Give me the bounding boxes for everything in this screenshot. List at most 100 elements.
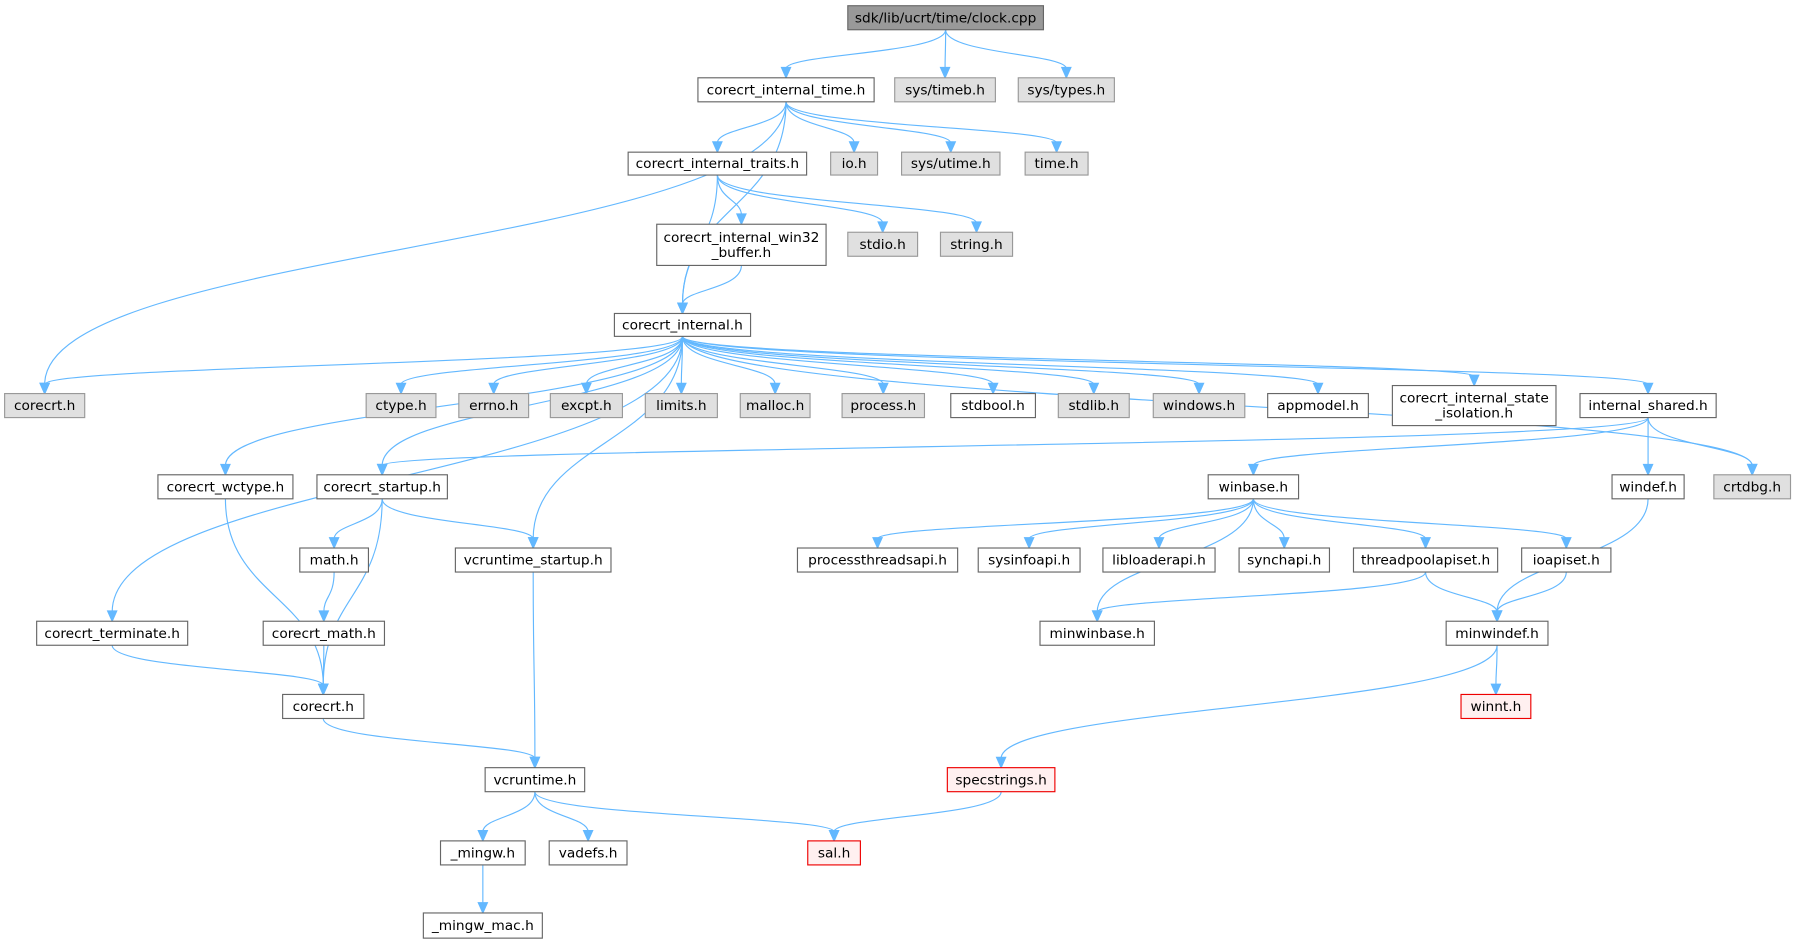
node-pthreads[interactable]: processthreadsapi.h (796, 547, 959, 573)
node-utime[interactable]: sys/utime.h (901, 151, 1001, 176)
edge-wctype-to-corecrt_w (224, 498, 329, 696)
node-label: malloc.h (746, 398, 804, 414)
arrowhead-icon (769, 382, 781, 395)
node-timeh[interactable]: time.h (1024, 151, 1089, 176)
node-io[interactable]: io.h (830, 151, 879, 176)
arrowhead-icon (1088, 382, 1100, 395)
edge-internal-to-ishared (681, 335, 1654, 395)
arrowhead-icon (735, 213, 747, 226)
edge-startup-to-math (328, 498, 383, 550)
arrowhead-icon (1278, 537, 1290, 550)
node-mingwmac[interactable]: _mingw_mac.h (422, 912, 543, 939)
node-stdlib[interactable]: stdlib.h (1057, 392, 1130, 419)
node-label: sys/utime.h (911, 156, 991, 172)
node-cmath[interactable]: corecrt_math.h (262, 620, 386, 646)
node-math[interactable]: math.h (299, 547, 370, 573)
node-mingw[interactable]: _mingw.h (439, 840, 526, 866)
edge-winbase-to-libloader (1153, 498, 1254, 550)
node-synch[interactable]: synchapi.h (1238, 547, 1331, 573)
node-malloc[interactable]: malloc.h (739, 392, 811, 419)
node-ioapi[interactable]: ioapiset.h (1521, 547, 1612, 573)
node-corecrt_w[interactable]: corecrt.h (282, 693, 365, 720)
edge-internal_time-to-timeh (785, 101, 1063, 154)
node-label: math.h (310, 553, 359, 569)
node-sysinfo[interactable]: sysinfoapi.h (977, 547, 1081, 573)
node-label: corecrt_startup.h (323, 479, 441, 495)
edge-winbase-to-ioapi (1252, 498, 1572, 550)
node-vcstartup[interactable]: vcruntime_startup.h (454, 547, 612, 573)
node-process[interactable]: process.h (841, 392, 926, 419)
node-stdio[interactable]: stdio.h (847, 231, 919, 257)
node-traits[interactable]: corecrt_internal_traits.h (627, 151, 808, 176)
node-label: corecrt_internal_win32 (663, 230, 819, 246)
node-winnt[interactable]: winnt.h (1460, 693, 1532, 720)
arrowhead-icon (1060, 66, 1072, 80)
node-timeb[interactable]: sys/timeb.h (894, 77, 996, 103)
node-string[interactable]: string.h (939, 231, 1014, 257)
node-label: stdlib.h (1068, 398, 1119, 414)
node-label: stdbool.h (961, 398, 1025, 414)
arrowhead-icon (328, 537, 340, 550)
edge-clock-to-timeb (939, 29, 951, 80)
node-libloader[interactable]: libloaderapi.h (1102, 547, 1216, 573)
node-types[interactable]: sys/types.h (1017, 77, 1115, 103)
edge-tpool-to-minwindef (1424, 571, 1503, 623)
node-ctype[interactable]: ctype.h (365, 392, 437, 419)
node-winbase[interactable]: winbase.h (1207, 474, 1300, 500)
edge-terminate-to-corecrt_w (111, 645, 329, 696)
node-clock[interactable]: sdk/lib/ucrt/time/clock.cpp (847, 5, 1045, 31)
node-label: corecrt.h (293, 699, 354, 715)
node-win32buf[interactable]: corecrt_internal_win32_buffer.h (656, 223, 827, 266)
node-label: limits.h (656, 398, 706, 414)
node-label: threadpoolapiset.h (1361, 553, 1490, 569)
node-windows[interactable]: windows.h (1152, 392, 1246, 419)
node-vadefs[interactable]: vadefs.h (548, 840, 628, 866)
node-ishared[interactable]: internal_shared.h (1579, 392, 1717, 419)
node-tpool[interactable]: threadpoolapiset.h (1352, 547, 1499, 573)
edge-mingw-to-mingwmac (477, 864, 489, 915)
node-appmodel[interactable]: appmodel.h (1267, 392, 1369, 419)
node-vcruntime[interactable]: vcruntime.h (484, 767, 586, 793)
edge-vcruntime-to-sal (534, 791, 840, 843)
node-errno[interactable]: errno.h (458, 392, 530, 419)
node-limits[interactable]: limits.h (644, 392, 718, 419)
node-label: vcruntime_startup.h (464, 553, 603, 569)
edge-internal-to-wctype (219, 336, 684, 477)
node-label: appmodel.h (1277, 398, 1359, 414)
node-terminate[interactable]: corecrt_terminate.h (36, 620, 189, 646)
edge-internal_time-to-io (785, 101, 860, 154)
edge-clock-to-types (945, 29, 1072, 80)
node-specstrings[interactable]: specstrings.h (946, 767, 1056, 793)
arrowhead-icon (711, 141, 723, 154)
arrowhead-icon (1193, 382, 1205, 395)
node-minwindef[interactable]: minwindef.h (1445, 620, 1549, 646)
node-label: vadefs.h (559, 845, 618, 861)
node-internal_time[interactable]: corecrt_internal_time.h (697, 77, 875, 103)
node-crtdbg[interactable]: crtdbg.h (1713, 474, 1792, 500)
node-corecrt_g[interactable]: corecrt.h (4, 392, 86, 419)
node-label: corecrt_internal_time.h (707, 82, 866, 98)
node-stateiso[interactable]: corecrt_internal_state_isolation.h (1391, 384, 1557, 427)
node-sal[interactable]: sal.h (807, 840, 861, 866)
node-startup[interactable]: corecrt_startup.h (316, 474, 448, 500)
arrowhead-icon (1247, 463, 1259, 477)
arrowhead-icon (1468, 374, 1480, 387)
node-label: corecrt.h (14, 398, 75, 414)
node-excpt[interactable]: excpt.h (549, 392, 623, 419)
node-label: corecrt_internal_traits.h (636, 156, 799, 172)
node-label: sysinfoapi.h (988, 553, 1070, 569)
node-windef[interactable]: windef.h (1611, 474, 1685, 500)
node-wctype[interactable]: corecrt_wctype.h (157, 474, 294, 500)
node-label: ioapiset.h (1533, 553, 1600, 569)
arrowhead-icon (582, 830, 594, 843)
node-minwinbase[interactable]: minwinbase.h (1039, 620, 1155, 646)
node-stdbool[interactable]: stdbool.h (950, 392, 1037, 419)
arrowhead-icon (477, 830, 489, 843)
edge-ishared-to-crtdbg (1647, 417, 1758, 477)
arrowhead-icon (848, 141, 860, 154)
edge-corecrt_w-to-vcruntime (322, 718, 541, 770)
node-internal[interactable]: corecrt_internal.h (613, 312, 752, 337)
node-label: stdio.h (860, 237, 906, 253)
edge-internal_time-to-utime (785, 101, 957, 154)
